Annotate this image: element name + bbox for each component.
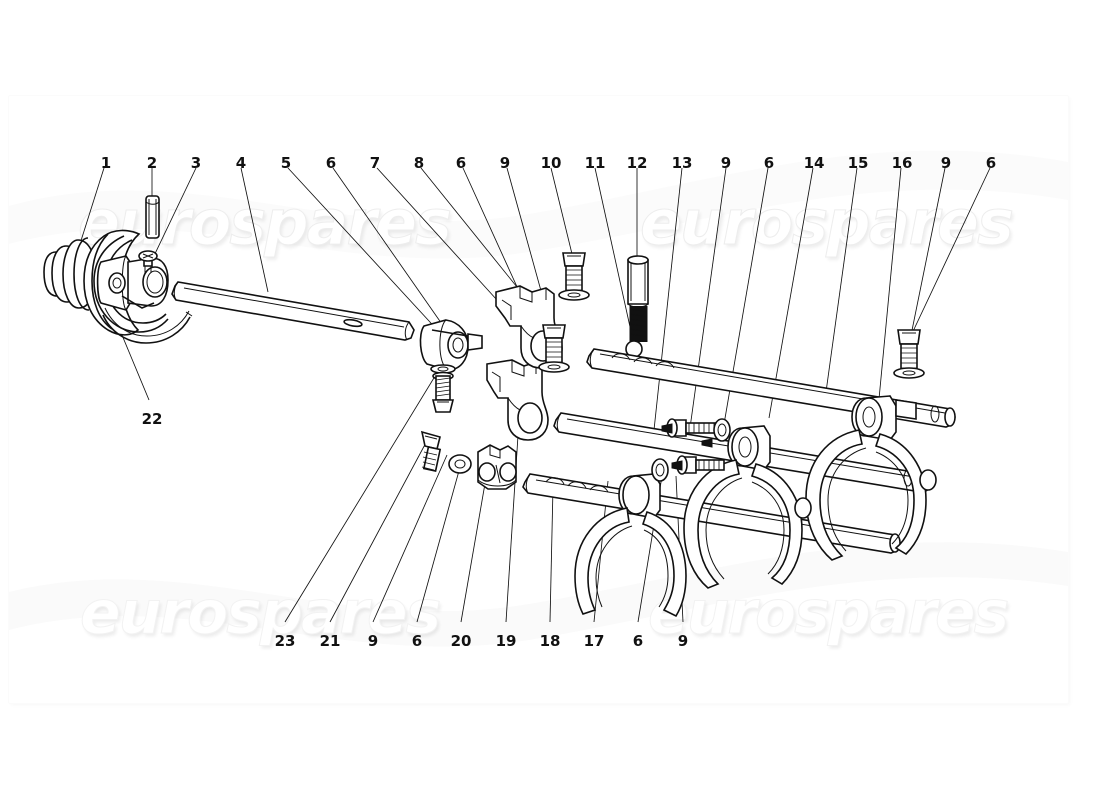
- callout-number-6: 6: [763, 154, 775, 172]
- callout-number-9: 9: [499, 154, 511, 172]
- callout-number-22: 22: [141, 410, 163, 428]
- callout-number-17: 17: [583, 632, 605, 650]
- callout-number-9: 9: [720, 154, 732, 172]
- callout-number-9: 9: [677, 632, 689, 650]
- callout-number-16: 16: [891, 154, 913, 172]
- callout-number-20: 20: [450, 632, 472, 650]
- callout-number-19: 19: [495, 632, 517, 650]
- callout-number-15: 15: [847, 154, 869, 172]
- page-frame: [9, 96, 1068, 703]
- callout-number-21: 21: [319, 632, 341, 650]
- callout-number-7: 7: [369, 154, 381, 172]
- callout-number-6: 6: [411, 632, 423, 650]
- callout-number-13: 13: [671, 154, 693, 172]
- callout-number-3: 3: [190, 154, 202, 172]
- callout-number-6: 6: [985, 154, 997, 172]
- callout-number-18: 18: [539, 632, 561, 650]
- callout-number-23: 23: [274, 632, 296, 650]
- callout-number-4: 4: [235, 154, 247, 172]
- callout-number-10: 10: [540, 154, 562, 172]
- callout-number-1: 1: [100, 154, 112, 172]
- callout-number-2: 2: [146, 154, 158, 172]
- callout-number-6: 6: [455, 154, 467, 172]
- callout-number-6: 6: [632, 632, 644, 650]
- callout-number-12: 12: [626, 154, 648, 172]
- callout-number-9: 9: [367, 632, 379, 650]
- callout-number-8: 8: [413, 154, 425, 172]
- callout-number-6: 6: [325, 154, 337, 172]
- callout-number-9: 9: [940, 154, 952, 172]
- callout-number-11: 11: [584, 154, 606, 172]
- callout-number-14: 14: [803, 154, 825, 172]
- callout-number-5: 5: [280, 154, 292, 172]
